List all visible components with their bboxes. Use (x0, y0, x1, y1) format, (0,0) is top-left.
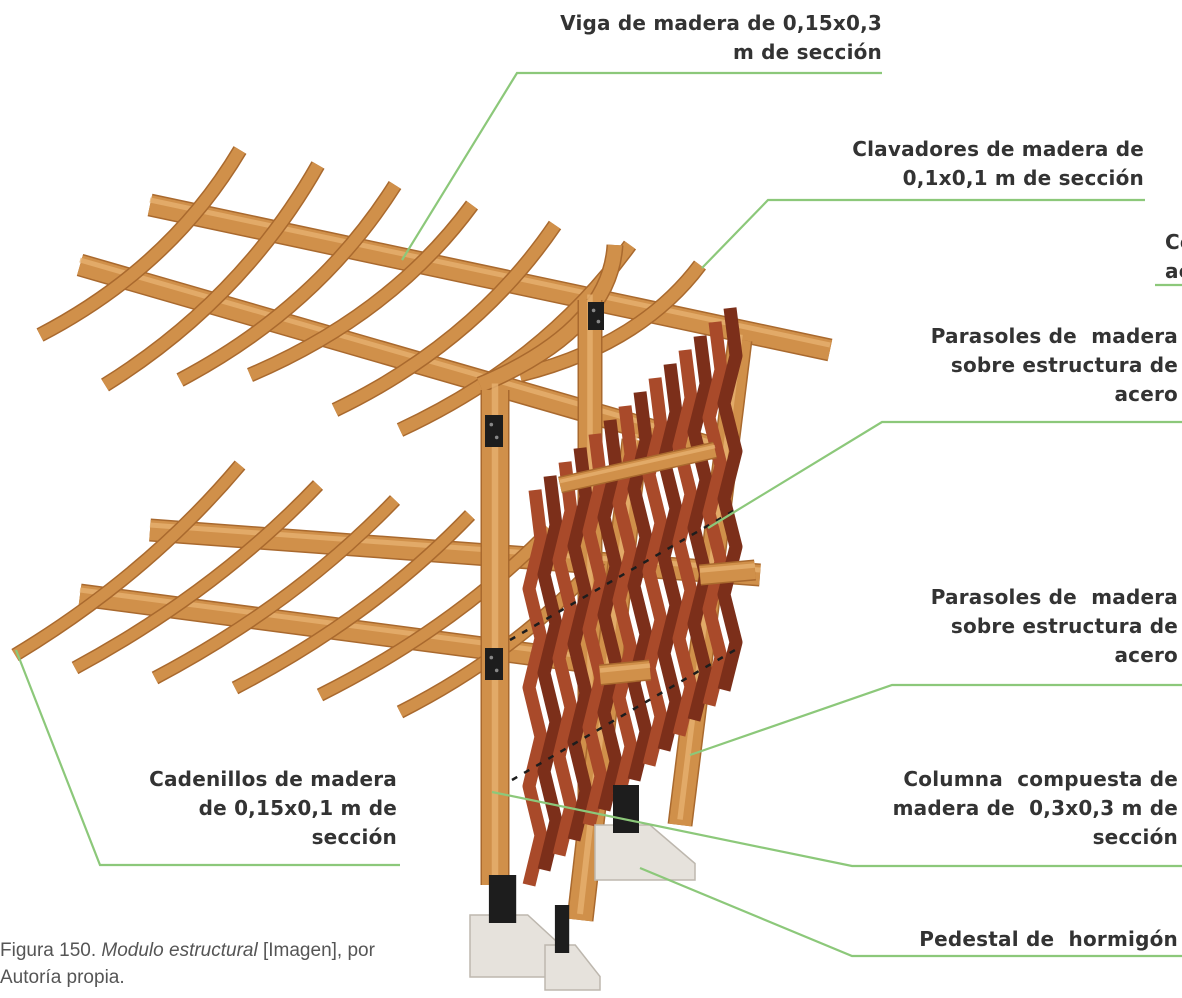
leader-line (701, 198, 1145, 269)
leader-line (707, 420, 1182, 529)
leader-lines (14, 71, 1182, 958)
label-parasoles-upper: Parasoles de madera sobre estructura de … (930, 324, 1178, 406)
steel-bracket (588, 302, 604, 330)
label-parasoles-lower: Parasoles de madera sobre estructura de … (930, 585, 1178, 667)
louver-top-frame (558, 441, 717, 494)
concrete-pedestal-back (594, 785, 696, 881)
concrete-pedestal-front-right (544, 905, 601, 991)
leader-line (14, 649, 400, 867)
caption-title: Modulo estructural (101, 940, 258, 961)
upper-long-beam-front (76, 253, 724, 462)
caption-line2: Autoría propia. (0, 967, 125, 988)
lower-joist (151, 495, 401, 685)
steel-bracket (485, 648, 503, 680)
lower-joist (11, 460, 246, 661)
leader-line (639, 866, 1182, 958)
steel-bracket (485, 415, 503, 447)
leader-line (401, 71, 882, 261)
label-viga-beam: Viga de madera de 0,15x0,3 m de sección (560, 11, 882, 64)
figure-caption: Figura 150. Modulo estructural [Imagen],… (0, 937, 450, 991)
label-columna-column: Columna compuesta de madera de 0,3x0,3 m… (892, 767, 1178, 849)
lower-long-beam-back (149, 518, 761, 587)
leader-line (491, 790, 1182, 868)
label-cropped-edge: Co ac (1165, 230, 1182, 283)
steel-rod (511, 648, 736, 782)
lower-joist (316, 525, 556, 702)
lower-joist (71, 480, 324, 675)
caption-suffix: [Imagen], por (257, 940, 375, 961)
upper-joist (331, 220, 562, 417)
label-cadenillos-tie-beams: Cadenillos de madera de 0,15x0,1 m de se… (149, 767, 397, 849)
upper-joist (101, 161, 325, 392)
caption-prefix: Figura 150. (0, 940, 102, 961)
upper-joist (247, 200, 479, 382)
upper-joist (518, 260, 706, 383)
parasol-louvers (522, 307, 743, 887)
label-clavadores-joists: Clavadores de madera de 0,1x0,1 m de sec… (852, 137, 1144, 190)
louver-mid-frame (598, 659, 652, 686)
upper-joist (176, 180, 402, 387)
lower-joist (231, 510, 476, 695)
label-pedestal: Pedestal de hormigón (919, 927, 1178, 951)
leader-line (689, 683, 1182, 757)
louver-mid-frame (699, 559, 756, 586)
upper-joist (36, 146, 247, 342)
steel-rod (509, 508, 736, 642)
